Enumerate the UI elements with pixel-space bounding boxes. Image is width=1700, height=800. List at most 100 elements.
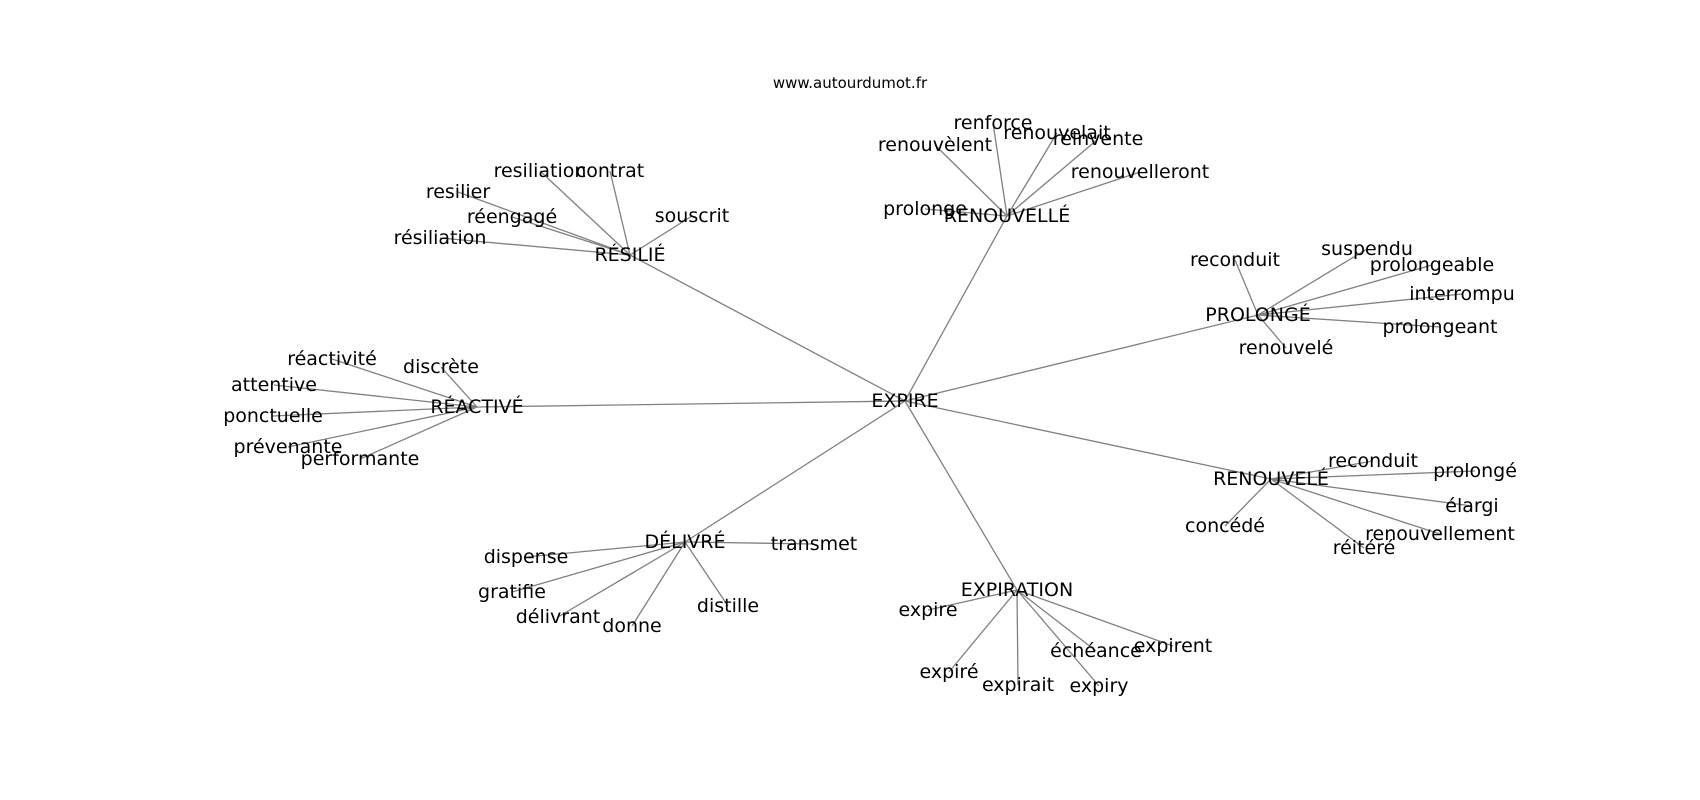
word-node-prolonge-5[interactable]: renouvelé bbox=[1239, 337, 1334, 359]
edge-reactive-3 bbox=[272, 406, 478, 417]
edge-delivre-5 bbox=[684, 541, 729, 607]
edge-renouvelle-1 bbox=[934, 144, 1008, 217]
edge-center-resilie bbox=[629, 254, 906, 402]
word-node-renouvelle-2[interactable]: renouvelait bbox=[1003, 122, 1110, 144]
edge-renouvelle-3 bbox=[1006, 138, 1099, 217]
word-node-expiration-3[interactable]: expiré bbox=[919, 661, 978, 683]
word-node-prolonge-3[interactable]: interrompu bbox=[1409, 283, 1515, 305]
edge-renouvelle-2 bbox=[1006, 132, 1058, 217]
word-node-prolonge-2[interactable]: prolongeable bbox=[1370, 254, 1494, 276]
edge-renouvele-3 bbox=[1224, 478, 1272, 527]
word-node-resilie-1[interactable]: contrat bbox=[576, 160, 644, 182]
cluster-node-renouvele[interactable]: RENOUVELÉ bbox=[1213, 467, 1329, 490]
center-node[interactable]: EXPIRE bbox=[871, 390, 938, 412]
cluster-node-expiration[interactable]: EXPIRATION bbox=[961, 579, 1073, 601]
edge-reactive-0 bbox=[331, 358, 478, 408]
word-node-delivre-4[interactable]: donne bbox=[602, 615, 661, 637]
word-node-delivre-2[interactable]: gratifie bbox=[478, 581, 546, 603]
word-node-expiration-1[interactable]: échéance bbox=[1050, 640, 1142, 662]
cluster-node-delivre[interactable]: DÉLIVRÉ bbox=[644, 530, 725, 553]
word-node-renouvelle-4[interactable]: renouvelleront bbox=[1071, 161, 1209, 183]
edge-center-renouvele bbox=[904, 400, 1272, 480]
edge-delivre-4 bbox=[631, 541, 686, 627]
edge-reactive-4 bbox=[287, 406, 478, 448]
edge-renouvele-1 bbox=[1270, 470, 1476, 480]
edge-center-expiration bbox=[904, 400, 1018, 591]
edge-prolonge-3 bbox=[1257, 293, 1463, 316]
edge-prolonge-2 bbox=[1257, 264, 1433, 316]
edge-expiration-0 bbox=[927, 589, 1018, 611]
edge-center-reactive bbox=[476, 400, 906, 408]
word-node-renouvele-3[interactable]: concédé bbox=[1185, 515, 1265, 537]
word-node-delivre-0[interactable]: transmet bbox=[771, 533, 858, 555]
word-node-reactive-5[interactable]: performante bbox=[301, 448, 420, 470]
word-node-renouvelle-5[interactable]: prolonge bbox=[883, 198, 967, 220]
word-node-resilie-5[interactable]: résiliation bbox=[394, 227, 487, 249]
word-node-expiration-4[interactable]: expirait bbox=[982, 674, 1054, 696]
edge-prolonge-4 bbox=[1257, 314, 1441, 328]
word-node-resilie-3[interactable]: réengagé bbox=[467, 206, 557, 228]
edge-resilie-5 bbox=[439, 237, 631, 256]
edge-delivre-0 bbox=[684, 541, 815, 545]
edge-renouvelle-4 bbox=[1006, 171, 1141, 217]
edge-reactive-1 bbox=[440, 366, 478, 408]
word-node-renouvelle-0[interactable]: renforce bbox=[954, 112, 1033, 134]
word-node-reactive-3[interactable]: ponctuelle bbox=[223, 405, 323, 427]
word-node-resilie-0[interactable]: resiliation bbox=[494, 160, 587, 182]
word-node-resilie-4[interactable]: souscrit bbox=[655, 205, 729, 227]
word-node-resilie-2[interactable]: resilier bbox=[426, 181, 491, 203]
edge-resilie-0 bbox=[539, 170, 631, 256]
edge-center-prolonge bbox=[904, 314, 1259, 402]
edge-center-renouvelle bbox=[904, 215, 1008, 402]
edge-expiration-2 bbox=[1016, 589, 1174, 647]
word-node-prolonge-1[interactable]: suspendu bbox=[1321, 238, 1413, 260]
word-node-expiration-5[interactable]: expiry bbox=[1070, 675, 1129, 697]
edge-center-delivre bbox=[684, 400, 906, 543]
edge-expiration-5 bbox=[1016, 589, 1100, 687]
word-node-reactive-1[interactable]: discrète bbox=[403, 356, 479, 378]
cluster-node-renouvelle[interactable]: RENOUVELLÉ bbox=[944, 204, 1070, 227]
word-node-renouvele-1[interactable]: prolongé bbox=[1433, 460, 1517, 482]
edge-reactive-2 bbox=[273, 384, 478, 408]
word-node-renouvelle-3[interactable]: réinvente bbox=[1053, 128, 1144, 150]
edge-resilie-4 bbox=[629, 215, 693, 256]
word-node-reactive-4[interactable]: prévenante bbox=[234, 436, 343, 458]
edge-reactive-5 bbox=[359, 406, 478, 460]
edge-renouvele-2 bbox=[1270, 478, 1473, 507]
word-node-reactive-2[interactable]: attentive bbox=[231, 374, 317, 396]
word-node-renouvele-0[interactable]: reconduit bbox=[1328, 450, 1418, 472]
word-node-reactive-0[interactable]: réactivité bbox=[287, 348, 377, 370]
word-node-prolonge-0[interactable]: reconduit bbox=[1190, 249, 1280, 271]
word-node-renouvele-4[interactable]: renouvellement bbox=[1365, 523, 1515, 545]
word-node-delivre-1[interactable]: dispense bbox=[484, 546, 569, 568]
site-watermark: www.autourdumot.fr bbox=[773, 74, 928, 92]
edge-prolonge-1 bbox=[1257, 248, 1368, 316]
edge-delivre-2 bbox=[511, 541, 686, 593]
edge-prolonge-5 bbox=[1257, 314, 1287, 349]
cluster-node-reactive[interactable]: RÉACTIVÉ bbox=[430, 395, 523, 418]
edge-renouvelle-5 bbox=[924, 208, 1008, 217]
cluster-node-prolonge[interactable]: PROLONGÉ bbox=[1205, 303, 1310, 326]
edge-renouvelle-0 bbox=[992, 122, 1008, 217]
edge-delivre-3 bbox=[557, 541, 686, 618]
word-node-delivre-3[interactable]: délivrant bbox=[516, 606, 601, 628]
edge-expiration-4 bbox=[1016, 589, 1019, 686]
word-node-delivre-5[interactable]: distille bbox=[697, 595, 759, 617]
word-node-prolonge-4[interactable]: prolongeant bbox=[1383, 316, 1498, 338]
graph-edges bbox=[272, 122, 1476, 687]
word-node-renouvele-2[interactable]: élargi bbox=[1445, 495, 1498, 517]
word-node-expiration-2[interactable]: expirent bbox=[1134, 635, 1213, 657]
edge-expiration-3 bbox=[948, 589, 1018, 673]
word-node-renouvele-5[interactable]: réitéré bbox=[1333, 537, 1396, 559]
cluster-node-resilie[interactable]: RÉSILIÉ bbox=[594, 243, 665, 266]
edge-delivre-1 bbox=[525, 541, 686, 558]
word-node-expiration-0[interactable]: expire bbox=[898, 599, 957, 621]
edge-resilie-2 bbox=[457, 191, 631, 256]
edge-renouvele-4 bbox=[1270, 478, 1441, 535]
edge-renouvele-0 bbox=[1270, 460, 1374, 480]
edge-resilie-1 bbox=[609, 170, 631, 256]
edge-expiration-1 bbox=[1016, 589, 1097, 652]
word-node-renouvelle-1[interactable]: renouvèlent bbox=[878, 134, 992, 156]
